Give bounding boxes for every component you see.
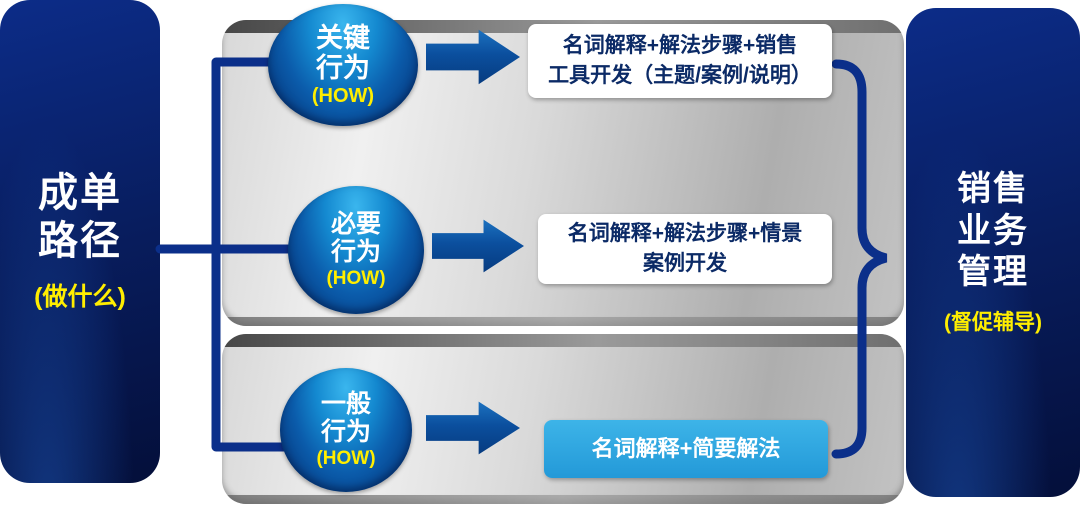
left-panel-sales-path: 成单 路径 (做什么) [0,0,160,483]
circle-necessary-behavior: 必要 行为 (HOW) [288,186,424,314]
result-box-key-behavior: 名词解释+解法步骤+销售 工具开发（主题/案例/说明） [528,24,832,98]
circle-label: 必要 [330,210,381,239]
circle-label: 一般 [320,390,371,419]
left-panel-title-line: 成单 [38,171,122,216]
result-box-text: 名词解释+解法步骤+销售 [562,34,798,58]
circle-how-label: (HOW) [316,448,376,470]
result-box-general-behavior: 名词解释+简要解法 [544,420,828,478]
right-panel-title-line: 销售 [957,170,1029,209]
result-box-text: 名词解释+解法步骤+情景 [567,222,803,246]
circle-how-label: (HOW) [311,85,375,108]
result-box-necessary-behavior: 名词解释+解法步骤+情景 案例开发 [538,214,832,284]
right-panel-title-line: 业务 [957,211,1029,250]
left-panel-title-line: 路径 [38,218,122,263]
circle-general-behavior: 一般 行为 (HOW) [280,368,412,492]
circle-label: 行为 [320,418,371,447]
circle-how-label: (HOW) [326,268,386,290]
circle-label: 关键 [316,22,370,53]
left-panel-subtitle: (做什么) [34,282,126,311]
circle-key-behavior: 关键 行为 (HOW) [268,4,418,126]
circle-label: 行为 [330,238,381,267]
circle-label: 行为 [316,52,370,83]
result-box-text: 名词解释+简要解法 [591,436,781,462]
result-box-text: 工具开发（主题/案例/说明） [548,64,812,87]
right-panel-subtitle: (督促辅导) [944,310,1042,334]
right-panel-title-line: 管理 [957,253,1029,292]
result-box-text: 案例开发 [643,252,727,275]
right-panel-sales-management: 销售 业务 管理 (督促辅导) [906,8,1080,497]
